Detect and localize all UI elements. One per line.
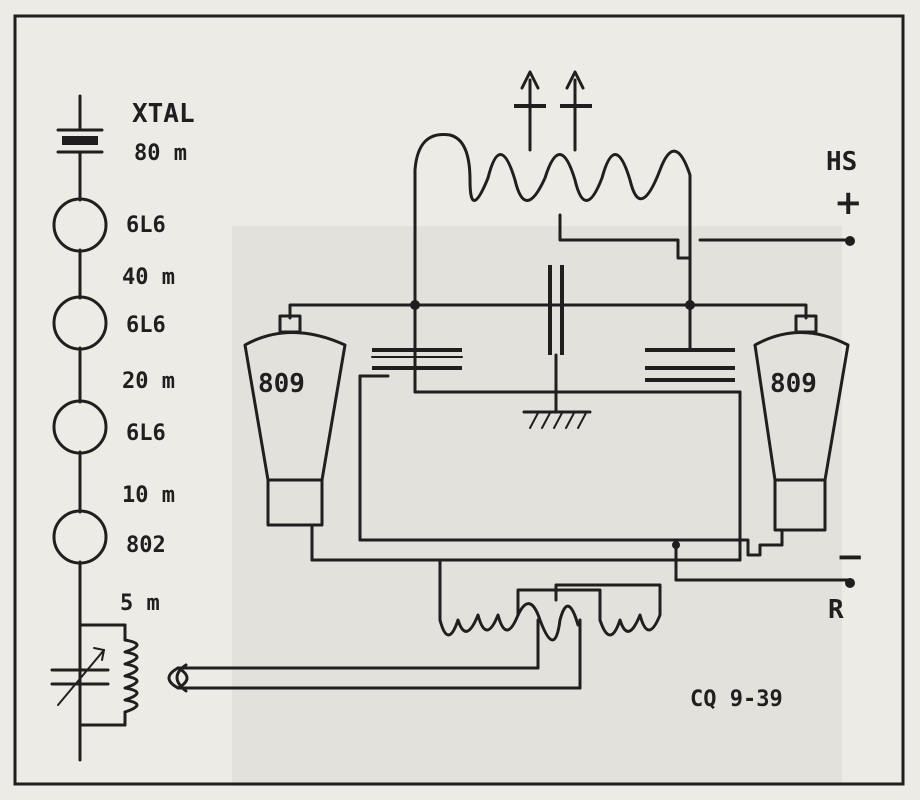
neutralizing-capacitor-left (358, 303, 742, 542)
label-band-80: 80 m (134, 141, 187, 166)
label-tube-809-right: 809 (770, 369, 817, 399)
grid-coils (438, 558, 662, 690)
label-band-10: 10 m (122, 483, 175, 508)
crystal-symbol (56, 128, 104, 154)
tube-6l6-1 (52, 197, 108, 253)
tube-809-left (243, 314, 347, 562)
label-credit: CQ 9-39 (690, 687, 783, 712)
label-xtal: XTAL (132, 99, 195, 129)
filament-wiring (310, 538, 855, 588)
tube-6l6-2 (52, 295, 108, 351)
label-band-20: 20 m (122, 369, 175, 394)
label-plus: + (834, 183, 863, 223)
label-tube-3: 6L6 (126, 421, 166, 446)
label-band-5: 5 m (120, 591, 160, 616)
tube-802 (52, 509, 108, 565)
output-tank-coil (413, 70, 692, 307)
label-tube-4: 802 (126, 533, 166, 558)
label-tube-2: 6L6 (126, 313, 166, 338)
tube-809-right (753, 314, 850, 547)
label-band-40: 40 m (122, 265, 175, 290)
hs-feed-line (558, 213, 855, 260)
label-r: R (828, 595, 844, 625)
outer-frame (13, 14, 905, 786)
label-hs: HS (826, 147, 857, 177)
tank-variable-capacitor (50, 623, 127, 727)
label-minus: − (836, 537, 865, 577)
link-coil (167, 663, 582, 693)
center-capacitor (522, 265, 592, 429)
label-tube-1: 6L6 (126, 213, 166, 238)
tube-6l6-3 (52, 399, 108, 455)
neutralizing-capacitor-right (645, 303, 742, 562)
label-tube-809-left: 809 (258, 369, 305, 399)
tank-coil (123, 638, 139, 714)
